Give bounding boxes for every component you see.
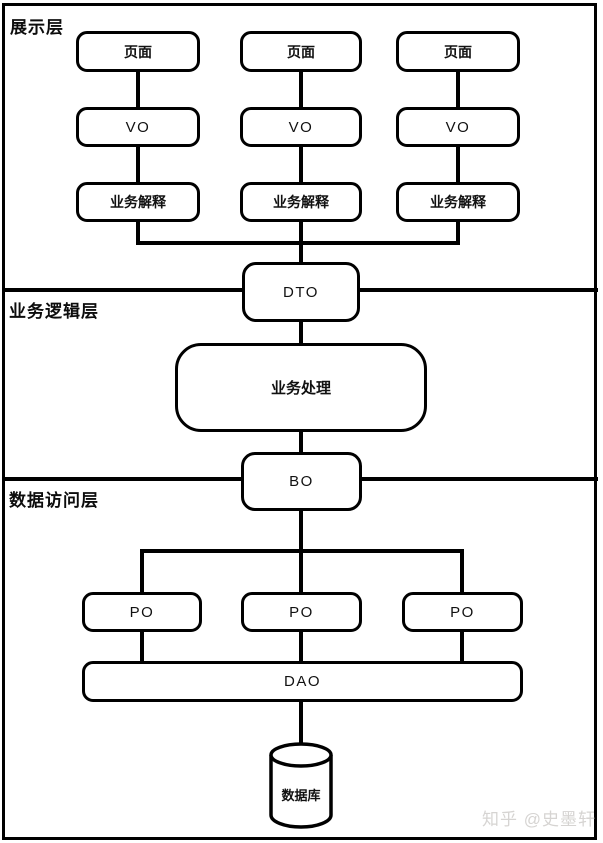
diagram-border (2, 3, 597, 840)
node-po-1: PO (82, 592, 202, 632)
connector-vo2-bizexplain2 (299, 146, 303, 183)
node-vo-2: VO (240, 107, 362, 147)
node-biz-explain-1: 业务解释 (76, 182, 200, 222)
node-vo-3: VO (396, 107, 520, 147)
connector-bizexplain1-collector (136, 221, 140, 245)
connector-page3-vo3 (456, 70, 460, 108)
node-po-3: PO (402, 592, 523, 632)
node-database-label: 数据库 (281, 788, 321, 803)
connector-page2-vo2 (299, 70, 303, 108)
database-cylinder-icon (269, 742, 333, 829)
node-page-1: 页面 (76, 31, 200, 72)
connector-po2-dao (299, 630, 303, 663)
connector-vo1-bizexplain1 (136, 146, 140, 183)
collector-line-top (136, 241, 460, 245)
node-vo-1: VO (76, 107, 200, 147)
node-dto: DTO (242, 262, 360, 322)
connector-dto-bizprocess (299, 320, 303, 345)
node-page-3: 页面 (396, 31, 520, 72)
watermark: 知乎 @史墨轩 (482, 810, 596, 829)
node-biz-process: 业务处理 (175, 343, 427, 432)
node-biz-explain-2: 业务解释 (240, 182, 362, 222)
layer-label-business: 业务逻辑层 (9, 302, 99, 321)
distribution-line-bottom (140, 549, 464, 553)
node-biz-explain-3: 业务解释 (396, 182, 520, 222)
connector-bizexplain3-collector (456, 221, 460, 245)
connector-vo3-bizexplain3 (456, 146, 460, 183)
node-page-2: 页面 (240, 31, 362, 72)
connector-bizprocess-bo (299, 430, 303, 455)
connector-po3-dao (460, 630, 464, 663)
connector-page1-vo1 (136, 70, 140, 108)
connector-dao-database (299, 700, 303, 746)
node-bo: BO (241, 452, 362, 511)
connector-distribution-po3 (460, 549, 464, 595)
connector-distribution-po1 (140, 549, 144, 595)
node-dao: DAO (82, 661, 523, 702)
layer-label-data-access: 数据访问层 (9, 491, 99, 510)
layer-label-presentation: 展示层 (10, 18, 64, 37)
connector-po1-dao (140, 630, 144, 663)
node-po-2: PO (241, 592, 362, 632)
connector-bizexplain2-dto (299, 221, 303, 265)
node-database-cylinder: 数据库 (267, 742, 335, 832)
